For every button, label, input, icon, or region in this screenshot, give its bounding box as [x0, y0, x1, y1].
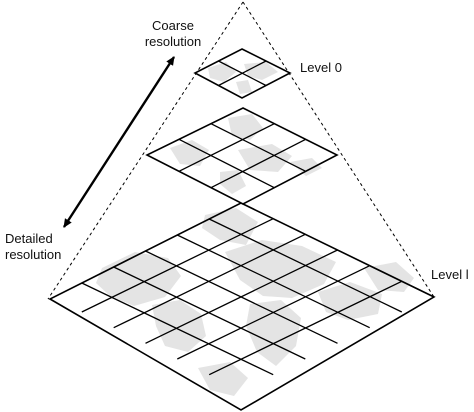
landmass-shape — [198, 362, 248, 396]
level-middle-tile — [145, 107, 339, 205]
detailed-resolution-label: Detailed resolution — [5, 231, 61, 263]
level-bottom-grid — [81, 218, 403, 376]
landmass-shape — [244, 62, 278, 80]
grid-line — [81, 218, 274, 313]
detailed-label-line-1: Detailed — [5, 231, 53, 246]
coarse-label-line-2: resolution — [144, 34, 202, 49]
level-top-map — [208, 62, 278, 94]
landmass-shape — [238, 144, 292, 172]
level-middle-grid — [178, 123, 306, 189]
level-top-label: Level 0 — [300, 60, 342, 75]
landmass-shape — [170, 140, 209, 166]
level-top-grid — [218, 60, 267, 87]
landmass-shape — [225, 240, 336, 298]
grid-line — [178, 138, 275, 189]
landmass-shape — [220, 170, 246, 194]
pyramid-outline — [47, 1, 435, 300]
coarse-resolution-label: Coarse resolution — [132, 18, 214, 50]
level-top-tile — [193, 48, 292, 99]
grid-line — [210, 138, 306, 189]
landmass-shape — [152, 300, 206, 352]
pyramid-edge-left — [47, 1, 244, 300]
level-top-border — [193, 48, 292, 99]
landmass-shape — [290, 158, 322, 176]
level-middle-map — [170, 114, 322, 194]
pyramid-edge-right — [242, 1, 435, 298]
grid-line — [210, 123, 306, 172]
level-bottom-label: Level l — [431, 267, 469, 282]
level-bottom-tile — [48, 202, 436, 411]
grid-line — [208, 280, 403, 376]
grid-line — [218, 60, 267, 87]
landmass-shape — [236, 80, 252, 94]
grid-line — [178, 123, 275, 172]
coarse-label-line-1: Coarse — [152, 18, 194, 33]
double-headed-arrow-icon — [62, 56, 176, 228]
detailed-label-line-2: resolution — [5, 247, 62, 262]
grid-line — [113, 233, 306, 329]
grid-line — [145, 249, 338, 344]
grid-line — [177, 265, 370, 360]
